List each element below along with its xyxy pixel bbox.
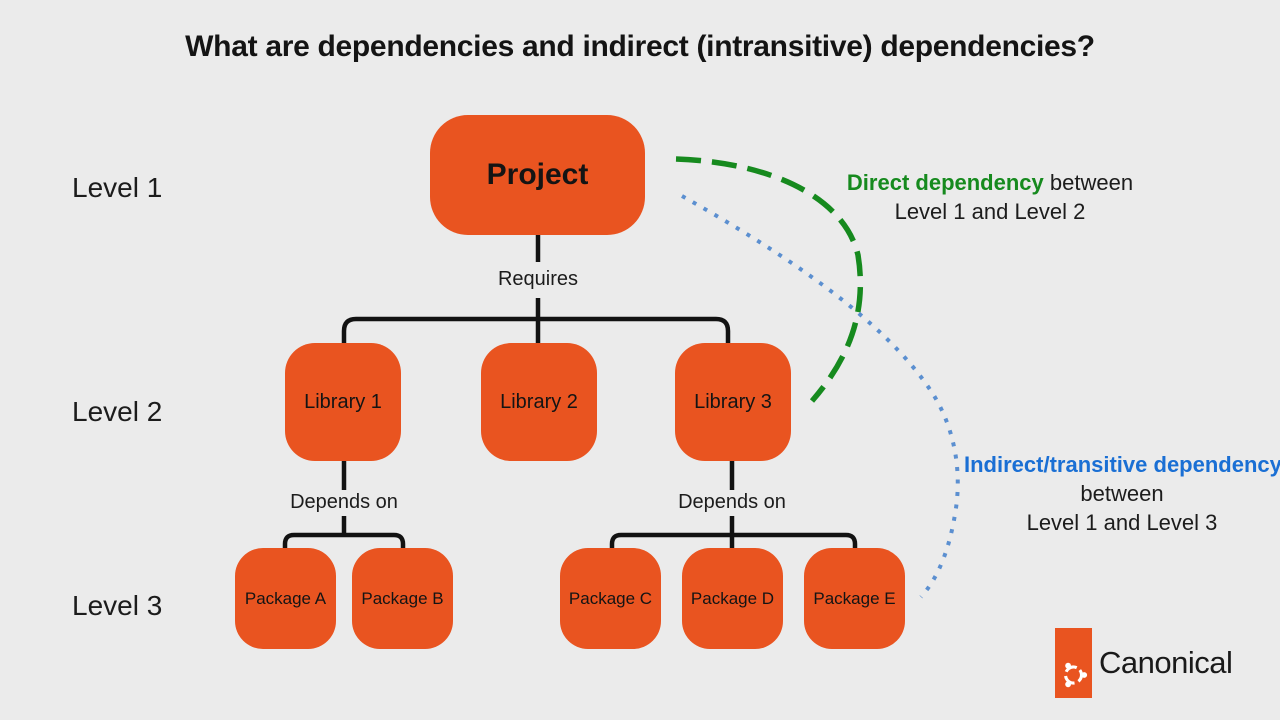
library-1-node: Library 1 — [285, 343, 401, 461]
direct-dependency-highlight: Direct dependency — [846, 170, 1044, 195]
requires-label: Requires — [497, 268, 579, 290]
package-d-node: Package D — [682, 548, 783, 649]
level-1-label: Level 1 — [72, 172, 163, 203]
depends-on-left-label: Depends on — [290, 491, 398, 513]
page-title: What are dependencies and indirect (intr… — [185, 30, 1095, 63]
package-b-node: Package B — [352, 548, 453, 649]
indirect-dependency-line2: between — [1080, 481, 1164, 506]
canonical-branding: Canonical — [1055, 628, 1233, 698]
level-3-label: Level 3 — [72, 590, 163, 621]
ubuntu-logo-icon — [1055, 628, 1092, 698]
level-2-label: Level 2 — [72, 396, 163, 427]
indirect-dependency-line3: Level 1 and Level 3 — [1026, 510, 1218, 535]
depends-on-right-label: Depends on — [678, 491, 786, 513]
package-e-node: Package E — [804, 548, 905, 649]
level3-right-rail — [609, 532, 858, 549]
indirect-dependency-annotation: Indirect/transitive dependency between L… — [964, 450, 1280, 537]
canonical-wordmark: Canonical — [1099, 645, 1233, 680]
library-2-node: Library 2 — [481, 343, 597, 461]
direct-dependency-line2: Level 1 and Level 2 — [894, 199, 1086, 224]
level2-rail — [341, 316, 731, 344]
direct-dependency-line1: Direct dependency between — [822, 168, 1158, 197]
direct-dependency-rest: between — [1049, 170, 1134, 195]
indirect-dependency-highlight: Indirect/transitive dependency — [964, 452, 1280, 477]
direct-dependency-annotation: Direct dependency between Level 1 and Le… — [822, 168, 1158, 226]
library-3-node: Library 3 — [675, 343, 791, 461]
level3-left-rail — [282, 532, 406, 549]
package-a-node: Package A — [235, 548, 336, 649]
project-node: Project — [430, 115, 645, 235]
package-c-node: Package C — [560, 548, 661, 649]
